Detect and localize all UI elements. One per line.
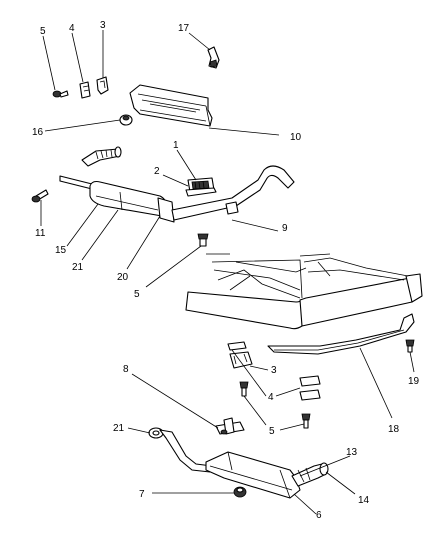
nut-part-19 bbox=[405, 339, 415, 353]
callout-16: 16 bbox=[32, 127, 44, 138]
callout-3-right: 3 bbox=[271, 365, 277, 376]
callout-9: 9 bbox=[282, 223, 288, 234]
callout-8: 8 bbox=[123, 364, 129, 375]
crossmember-part-18 bbox=[267, 313, 415, 355]
callout-13: 13 bbox=[346, 447, 358, 458]
callout-10: 10 bbox=[290, 132, 302, 143]
callout-7: 7 bbox=[139, 489, 145, 500]
stud-part-5-right bbox=[239, 381, 311, 429]
callout-14: 14 bbox=[358, 495, 370, 506]
grommet-part-16 bbox=[119, 114, 133, 126]
bracket-part-3-right bbox=[229, 351, 253, 369]
heat-shield-part-10 bbox=[129, 84, 213, 127]
callout-1: 1 bbox=[173, 140, 179, 151]
clamp-part-4-top bbox=[79, 81, 91, 99]
callout-15: 15 bbox=[55, 245, 67, 256]
bracket-part-3-top bbox=[96, 76, 109, 95]
callout-5-middle: 5 bbox=[134, 289, 140, 300]
callout-18: 18 bbox=[388, 424, 400, 435]
callout-11: 11 bbox=[35, 228, 46, 239]
callout-2: 2 bbox=[154, 166, 160, 177]
callout-4-right: 4 bbox=[268, 392, 274, 403]
leader-lines bbox=[40, 30, 415, 515]
callout-3-top: 3 bbox=[100, 20, 106, 31]
callout-21-bottom: 21 bbox=[113, 423, 125, 434]
stud-part-5-middle bbox=[197, 233, 209, 247]
callout-5-top: 5 bbox=[40, 26, 46, 37]
callout-19: 19 bbox=[408, 376, 420, 387]
hanger-part-17 bbox=[207, 46, 220, 69]
bolt-part-11 bbox=[31, 189, 49, 203]
exhaust-pipe-assembly-upper bbox=[59, 146, 295, 223]
bolt-part-5-top bbox=[52, 90, 69, 98]
callout-6: 6 bbox=[316, 510, 322, 521]
callout-5-right: 5 bbox=[269, 426, 275, 437]
callout-4-top: 4 bbox=[69, 23, 75, 34]
callout-20: 20 bbox=[117, 272, 129, 283]
muffler-assembly-lower bbox=[148, 417, 329, 499]
callout-21-top: 21 bbox=[72, 262, 84, 273]
callout-17: 17 bbox=[178, 23, 190, 34]
clamp-part-4-right bbox=[227, 341, 321, 401]
grommet-part-7 bbox=[233, 486, 247, 498]
callout-labels: 5 4 3 17 16 10 1 2 11 9 15 21 20 5 3 4 5… bbox=[32, 20, 420, 521]
vehicle-frame-outline bbox=[185, 253, 423, 330]
